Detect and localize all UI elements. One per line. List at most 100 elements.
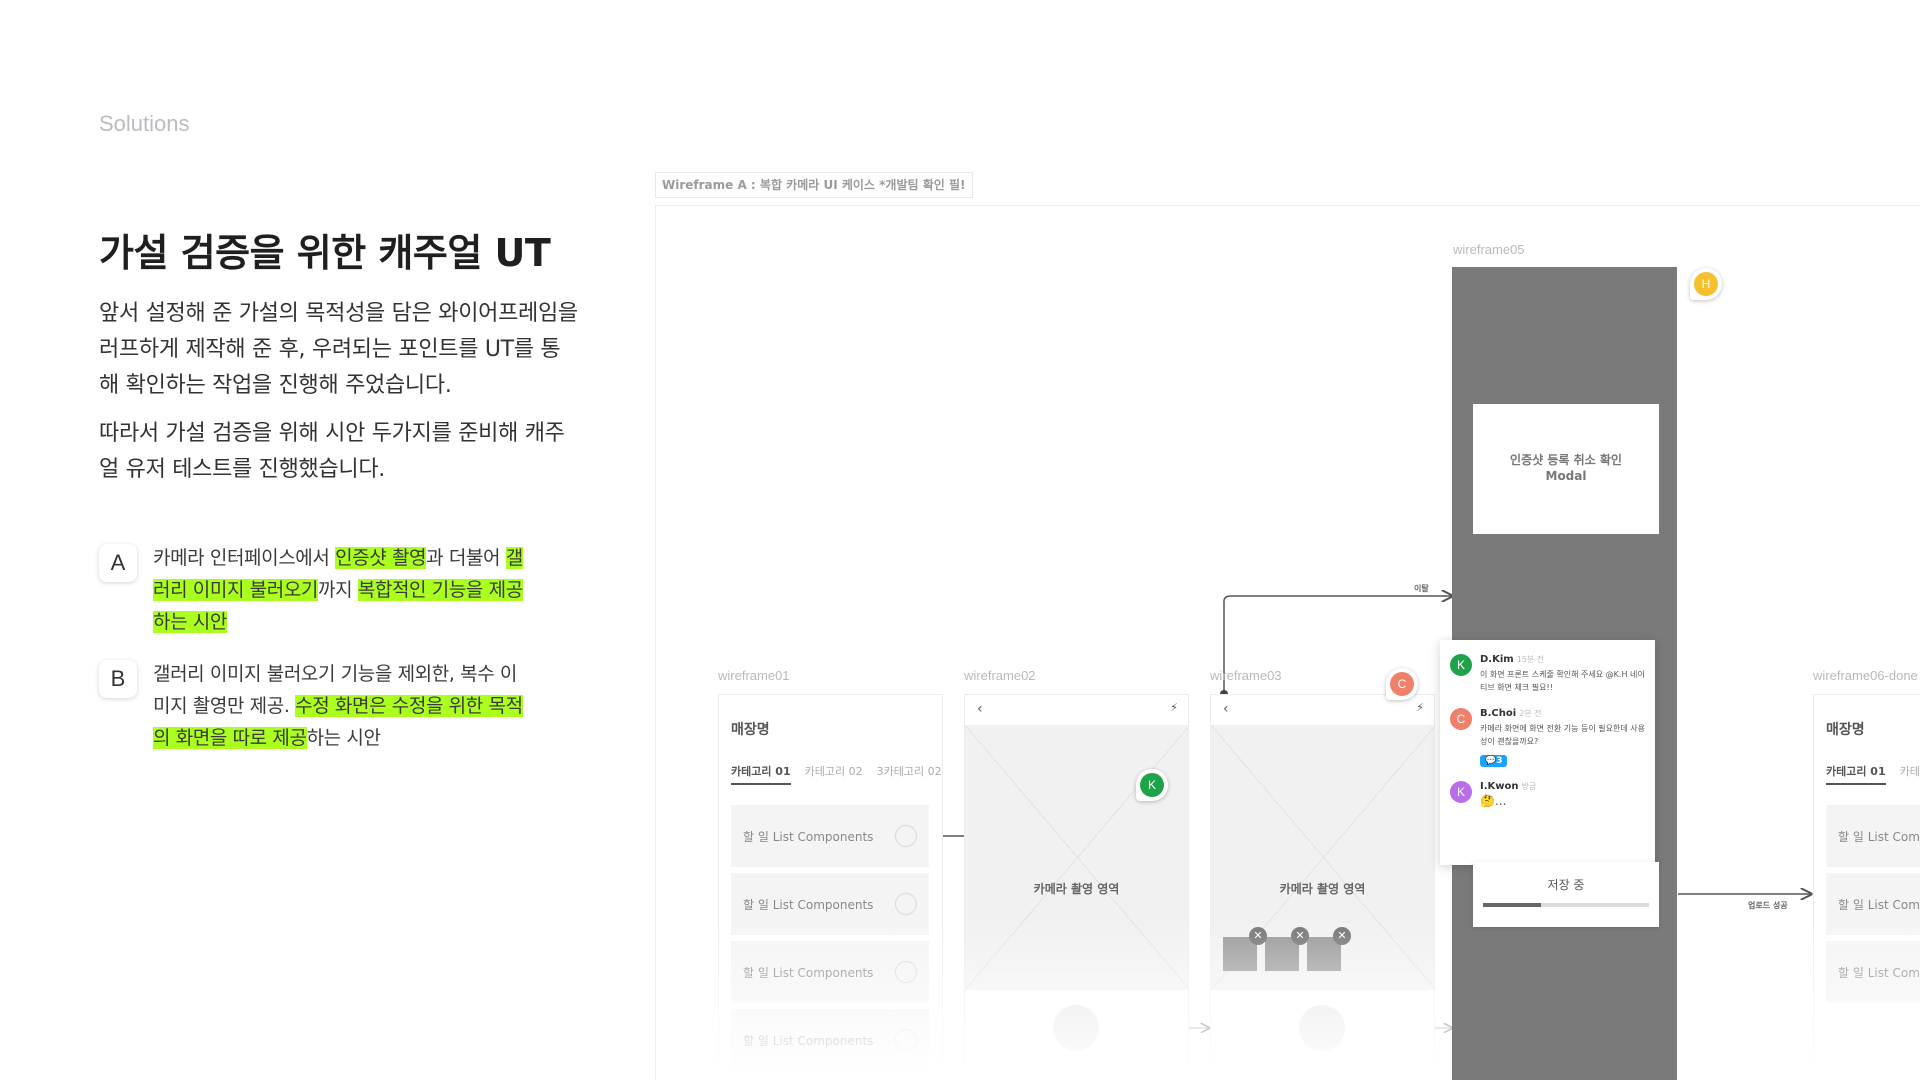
- option-b: B 갤러리 이미지 불러오기 기능을 제외한, 복수 이미지 촬영만 제공. 수…: [99, 658, 533, 754]
- list-item[interactable]: 할 일 List Components: [731, 805, 929, 867]
- list-item[interactable]: 할 일 List Components: [731, 873, 929, 935]
- section-label: Solutions: [99, 111, 190, 136]
- cancel-modal[interactable]: 인증샷 등록 취소 확인 Modal: [1473, 404, 1659, 534]
- list-item[interactable]: 할 일 List Components: [1826, 873, 1920, 935]
- flash-icon[interactable]: ⚡: [1170, 701, 1178, 714]
- back-icon[interactable]: ‹: [977, 701, 983, 717]
- list-item-label: 할 일 List Components: [1838, 829, 1920, 844]
- text-segment: 까지: [318, 579, 358, 601]
- list-item-label: 할 일 List Components: [743, 1033, 874, 1048]
- comment-pin-h[interactable]: H: [1690, 268, 1722, 300]
- list-item-label: 할 일 List Components: [743, 965, 874, 980]
- remove-icon[interactable]: ✕: [1333, 927, 1351, 945]
- avatar: K: [1450, 654, 1472, 676]
- modal-title: 인증샷 등록 취소 확인: [1510, 453, 1622, 467]
- list-item[interactable]: 할 일 List Components: [1826, 805, 1920, 867]
- saving-progress-bar: [1483, 903, 1649, 907]
- tab-category-01[interactable]: 카테고리 01: [731, 763, 791, 785]
- tab-category-01[interactable]: 카테고리 01: [1826, 763, 1886, 785]
- comment-author: B.Choi: [1480, 708, 1517, 719]
- option-a-badge: A: [99, 544, 137, 582]
- list-item-label: 할 일 List Components: [743, 829, 874, 844]
- tab-category-02[interactable]: 카테고리 02: [1899, 765, 1920, 778]
- tab-category-03[interactable]: 3카테고리 02: [876, 765, 942, 778]
- shutter-button[interactable]: [1053, 1005, 1099, 1051]
- avatar: C: [1390, 672, 1414, 696]
- comment-text: 🤔...: [1480, 794, 1507, 808]
- wireframe05-label: wireframe05: [1453, 242, 1525, 257]
- camera-area: 카메라 촬영 영역 ✕ ✕ ✕: [1211, 725, 1434, 990]
- reply-count-badge[interactable]: 💬3: [1480, 755, 1508, 767]
- check-icon[interactable]: [895, 1029, 917, 1051]
- option-a-text: 카메라 인터페이스에서 인증샷 촬영과 더불어 갤러리 이미지 불러오기까지 복…: [153, 542, 533, 638]
- comment-time: 방금: [1521, 782, 1537, 791]
- comment-author: D.Kim: [1480, 654, 1514, 665]
- wireframe03-label: wireframe03: [1210, 668, 1282, 683]
- option-a: A 카메라 인터페이스에서 인증샷 촬영과 더불어 갤러리 이미지 불러오기까지…: [99, 542, 533, 638]
- avatar: K: [1140, 773, 1164, 797]
- arrow-label-exit: 이탈: [1414, 584, 1429, 593]
- avatar: C: [1450, 708, 1472, 730]
- option-b-text: 갤러리 이미지 불러오기 기능을 제외한, 복수 이미지 촬영만 제공. 수정 …: [153, 658, 533, 754]
- avatar: K: [1450, 781, 1472, 803]
- remove-icon[interactable]: ✕: [1249, 927, 1267, 945]
- intro-text: 앞서 설정해 준 가설의 목적성을 담은 와이어프레임을 러프하게 제작해 준 …: [99, 296, 579, 500]
- intro-paragraph-2: 따라서 가설 검증을 위해 시안 두가지를 준비해 캐주얼 유저 테스트를 진행…: [99, 421, 565, 482]
- list-item-label: 할 일 List Components: [1838, 965, 1920, 980]
- tab-category-02[interactable]: 카테고리 02: [804, 765, 863, 778]
- check-icon[interactable]: [895, 893, 917, 915]
- modal-subtitle: Modal: [1545, 469, 1587, 483]
- camera-area-label: 카메라 촬영 영역: [1279, 882, 1366, 896]
- camera-area: 카메라 촬영 영역: [965, 725, 1188, 990]
- option-b-badge: B: [99, 660, 137, 698]
- wireframe06-frame[interactable]: 매장명 카테고리 01 카테고리 02 할 일 List Components …: [1813, 694, 1920, 1080]
- text-segment: 과 더불어: [426, 547, 506, 569]
- saving-status: 저장 중: [1473, 862, 1659, 927]
- text-segment: 하는 시안: [306, 727, 381, 749]
- wireframe03-frame[interactable]: ‹ ⚡ 카메라 촬영 영역 ✕ ✕ ✕: [1210, 694, 1435, 1080]
- shutter-button[interactable]: [1299, 1005, 1345, 1051]
- text-segment: 갤러리 이미지 불러오기 기능을 제외한, 복수 이미지 촬영만 제공.: [153, 663, 517, 717]
- highlight: 인증샷 촬영: [335, 547, 427, 569]
- camera-area-label: 카메라 촬영 영역: [1033, 882, 1120, 896]
- comment-text: 카메라 화면에 화면 전환 기능 등이 필요한데 사용성이 괜찮을까요?: [1480, 724, 1645, 746]
- list-item-label: 할 일 List Components: [743, 897, 874, 912]
- wireframe01-frame[interactable]: 매장명 카테고리 01 카테고리 02 3카테고리 02 할 일 List Co…: [718, 694, 943, 1080]
- progress-fill: [1483, 903, 1542, 907]
- store-name: 매장명: [1826, 722, 1865, 738]
- list-item[interactable]: 할 일 List Components: [731, 1009, 929, 1071]
- list-item[interactable]: 할 일 List Components: [1826, 941, 1920, 1003]
- placeholder-cross: [965, 725, 1188, 990]
- wireframe06-label: wireframe06-done: [1813, 668, 1918, 683]
- comment-pin-k[interactable]: K: [1136, 769, 1168, 801]
- comment-author: I.Kwon: [1480, 781, 1519, 792]
- category-tabs: 카테고리 01 카테고리 02: [1826, 763, 1920, 785]
- page-title: 가설 검증을 위한 캐주얼 UT: [99, 231, 551, 275]
- arrow-label-upload: 업로드 성공: [1748, 901, 1788, 910]
- list-item-label: 할 일 List Components: [1838, 897, 1920, 912]
- saving-label: 저장 중: [1547, 878, 1585, 892]
- wireframe-canvas: 이탈 업로드 성공 wireframe01 매장명 카테고리 01 카테고리 0…: [655, 205, 1920, 1080]
- wireframe02-frame[interactable]: ‹ ⚡ 카메라 촬영 영역: [964, 694, 1189, 1080]
- check-icon[interactable]: [895, 825, 917, 847]
- comment-pin-c[interactable]: C: [1386, 668, 1418, 700]
- intro-paragraph-1: 앞서 설정해 준 가설의 목적성을 담은 와이어프레임을 러프하게 제작해 준 …: [99, 301, 578, 398]
- text-segment: 카메라 인터페이스에서: [153, 547, 336, 569]
- check-icon[interactable]: [895, 961, 917, 983]
- comment-time: 15분 전: [1516, 655, 1545, 664]
- remove-icon[interactable]: ✕: [1291, 927, 1309, 945]
- store-name: 매장명: [731, 722, 770, 738]
- comment-text: 이 화면 프론트 스케줄 확인해 주세요 @K.H 네이티브 화면 체크 필요!…: [1480, 670, 1645, 692]
- list-item[interactable]: 할 일 List Components: [731, 941, 929, 1003]
- back-icon[interactable]: ‹: [1223, 701, 1229, 717]
- flash-icon[interactable]: ⚡: [1416, 701, 1424, 714]
- wireframe01-label: wireframe01: [718, 668, 790, 683]
- canvas-title: Wireframe A : 복합 카메라 UI 케이스 *개발팀 확인 필!: [655, 172, 973, 198]
- category-tabs: 카테고리 01 카테고리 02 3카테고리 02: [731, 763, 942, 785]
- wireframe02-label: wireframe02: [964, 668, 1036, 683]
- avatar: H: [1694, 272, 1718, 296]
